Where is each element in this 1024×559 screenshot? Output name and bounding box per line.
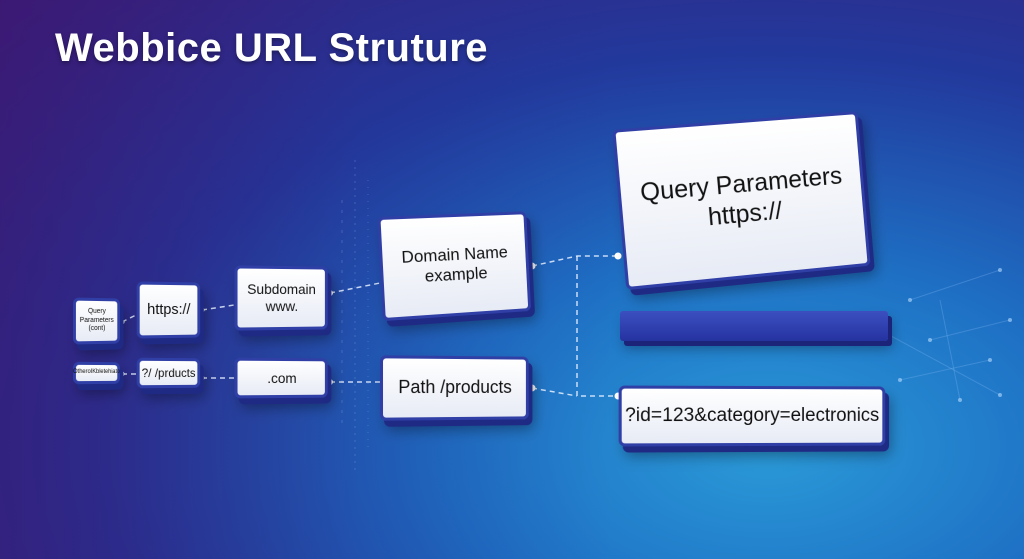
query-parameters-node: Query Parameters https:// xyxy=(612,111,871,291)
subdomain-node: Subdomain www. xyxy=(234,265,328,331)
other-mini-node: OtheroIKbletehiato xyxy=(72,361,121,385)
tld-node: .com xyxy=(234,357,328,399)
query-parameters-mini-node: Query Parameters (cont) xyxy=(72,297,121,345)
path-node: Path /products xyxy=(379,355,529,421)
tld-label: .com xyxy=(267,369,297,386)
query-parameters-protocol: https:// xyxy=(706,196,784,232)
protocol-small-node: https:// xyxy=(136,281,201,339)
query-string-label: ?id=123&category=electronics xyxy=(624,404,880,426)
domain-name-label: Domain Name xyxy=(400,242,509,267)
query-parameters-mini-label: Query Parameters (cont) xyxy=(79,308,114,333)
path-small-node: ?/ /prducts xyxy=(136,357,201,389)
domain-name-value: example xyxy=(424,263,489,286)
subdomain-label: Subdomain xyxy=(247,280,316,298)
path-label: Path /products xyxy=(398,377,512,398)
other-mini-label: OtheroIKbletehiato xyxy=(72,369,121,376)
domain-name-node: Domain Name example xyxy=(377,211,532,322)
path-small-label: ?/ /prducts xyxy=(141,365,196,380)
page-title: Webbice URL Struture xyxy=(55,26,489,70)
query-string-node: ?id=123&category=electronics xyxy=(618,385,886,447)
subdomain-value: www. xyxy=(265,298,299,315)
separator-bar xyxy=(620,311,888,341)
protocol-small-label: https:// xyxy=(147,300,191,319)
